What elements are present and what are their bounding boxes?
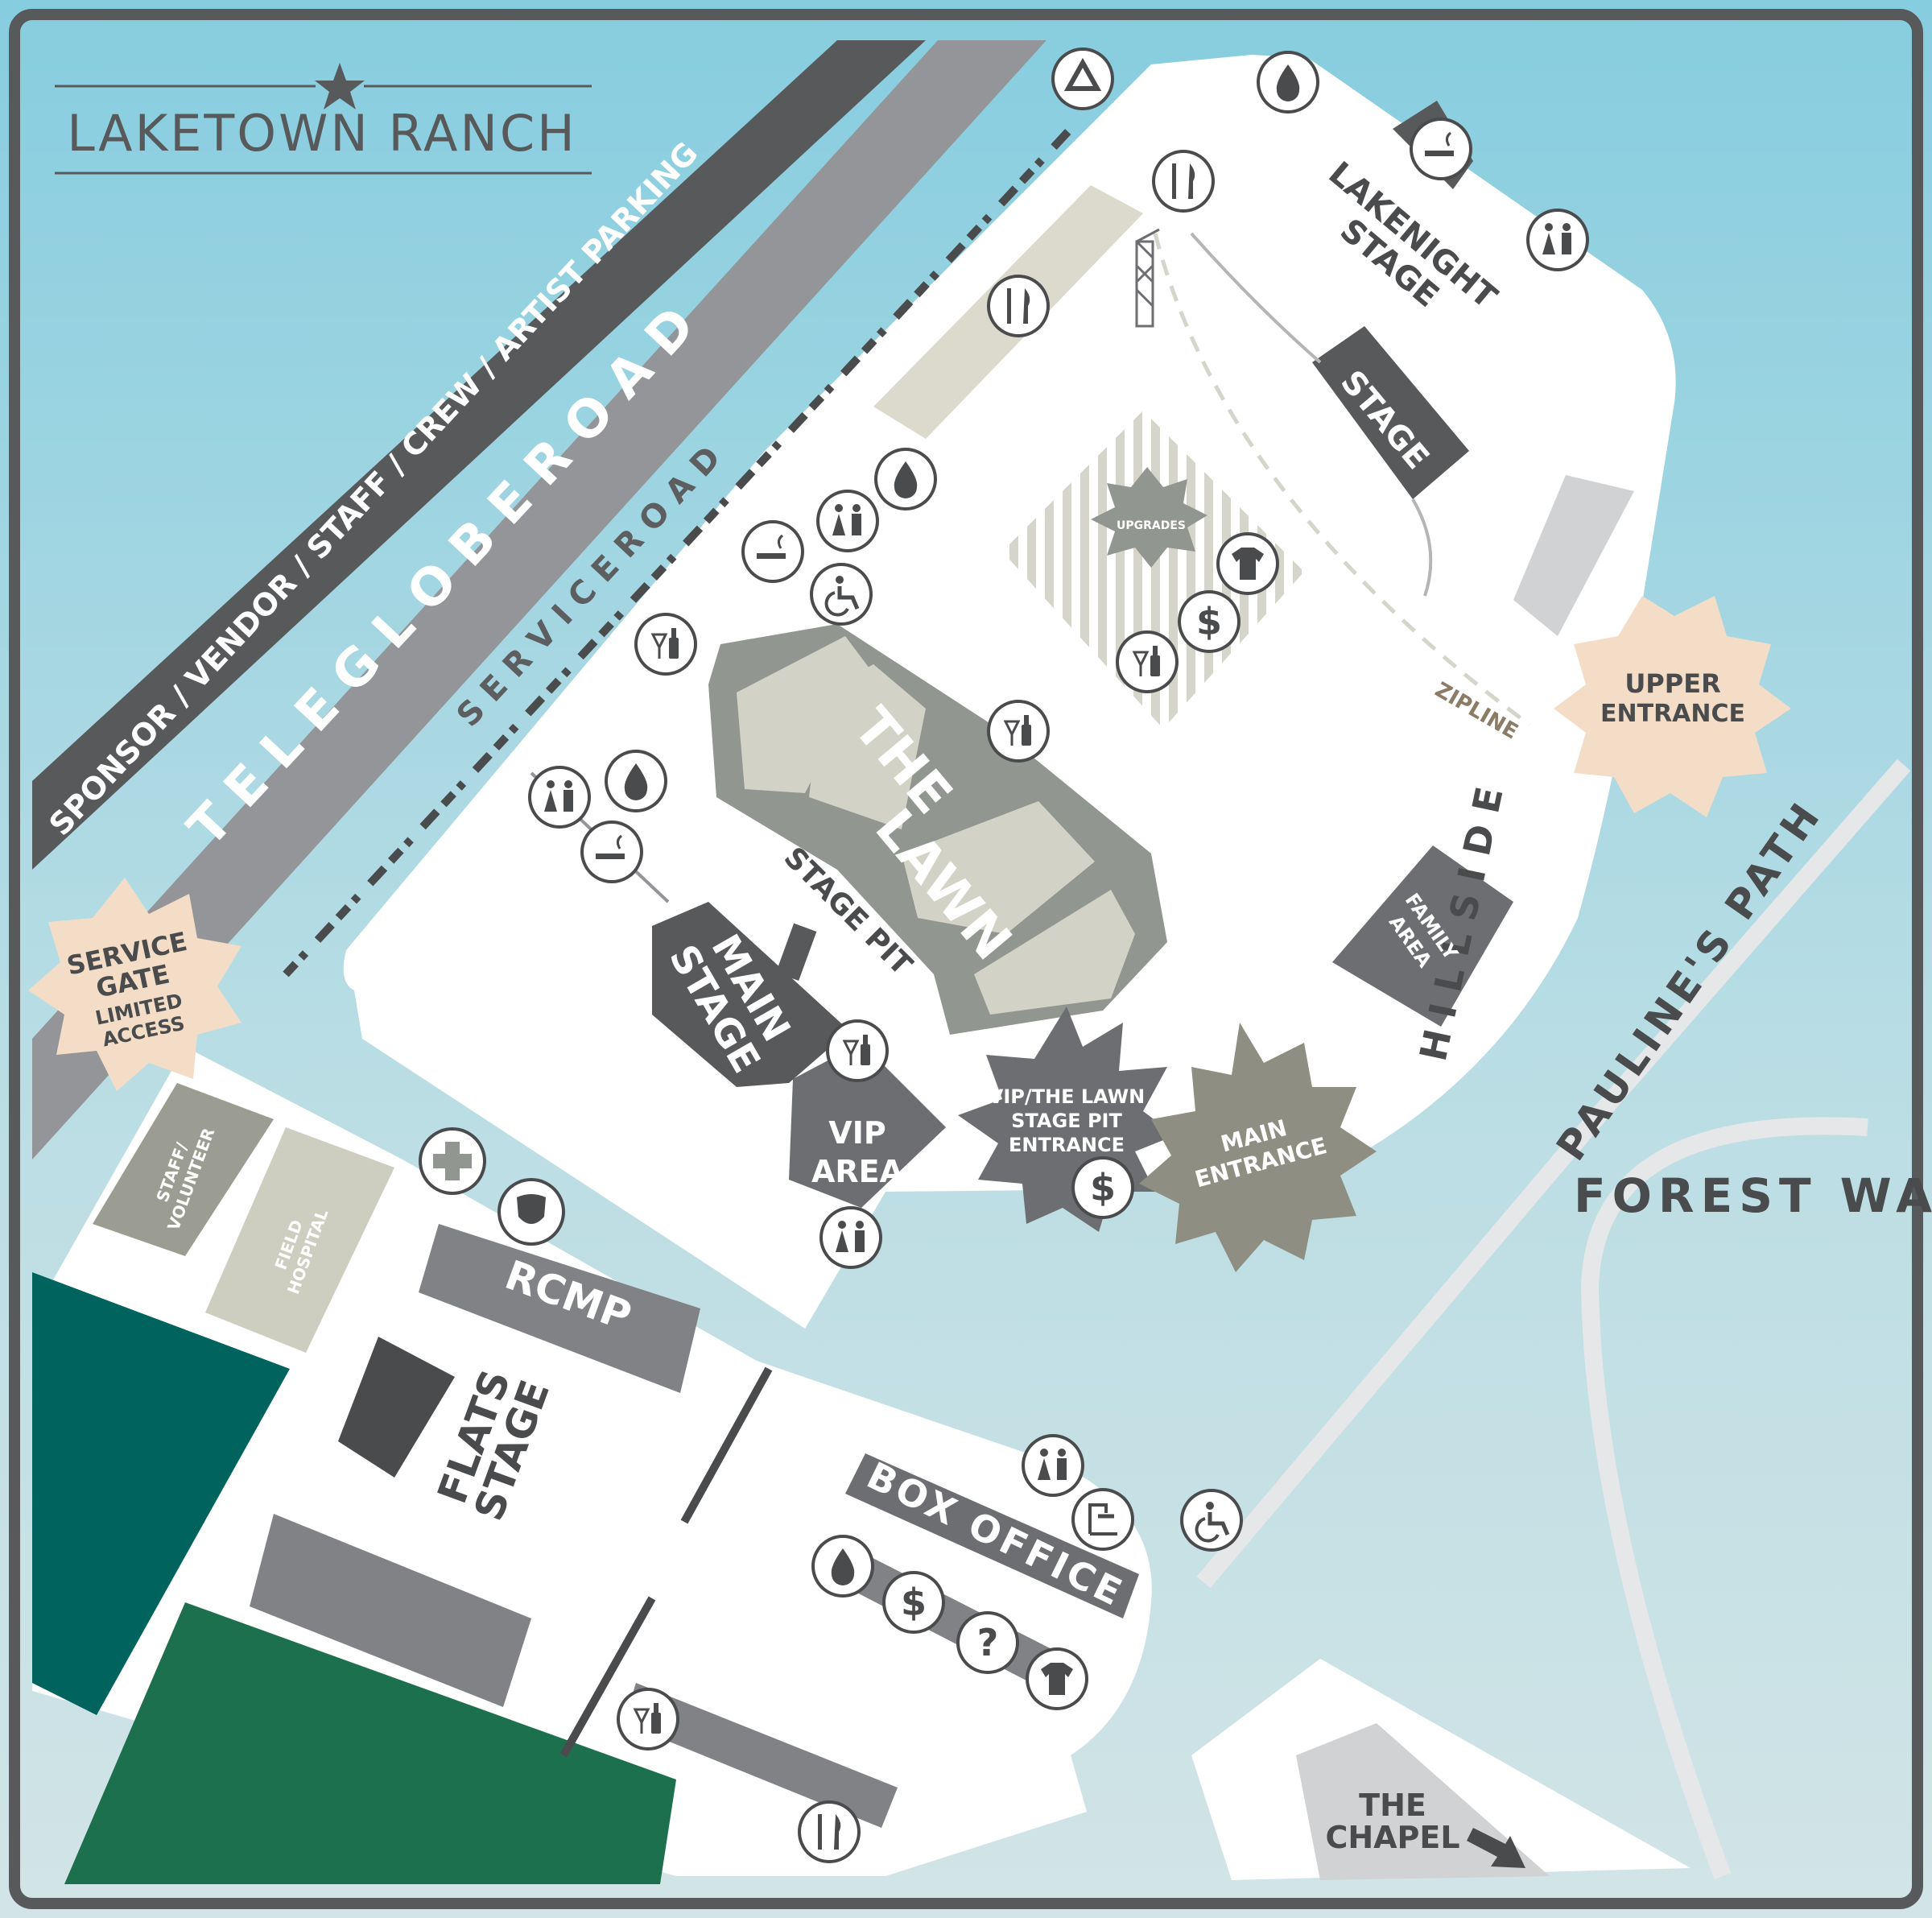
map-title: LAKETOWN RANCH bbox=[67, 104, 577, 163]
lawn-panels bbox=[737, 636, 1135, 1015]
food-icon[interactable] bbox=[987, 275, 1050, 337]
washroom-icon[interactable] bbox=[819, 1206, 882, 1269]
service-gate-starburst bbox=[28, 878, 242, 1091]
zipline-tower bbox=[1135, 228, 1160, 328]
svg-text:?: ? bbox=[977, 1621, 999, 1664]
field-hospital-area bbox=[205, 1127, 394, 1353]
staff-volunteer-area bbox=[93, 1083, 274, 1256]
svg-text:$: $ bbox=[1196, 600, 1222, 643]
main-stage-block bbox=[652, 902, 849, 1087]
info-icon[interactable]: ? bbox=[956, 1611, 1019, 1674]
stage-line-2 bbox=[1411, 498, 1433, 597]
washroom-icon[interactable] bbox=[1526, 209, 1589, 271]
map-frame bbox=[9, 9, 1923, 1909]
chapel-arrow-icon bbox=[1467, 1828, 1525, 1868]
svg-text:$: $ bbox=[1090, 1166, 1116, 1209]
first-aid-icon[interactable] bbox=[419, 1127, 486, 1195]
svg-text:THE: THE bbox=[1359, 1788, 1426, 1823]
food-icon[interactable] bbox=[798, 1800, 861, 1863]
upper-entrance-label: UPPER ENTRANCE bbox=[1600, 668, 1745, 728]
forest-way-label: FOREST WAY bbox=[1574, 1168, 1932, 1223]
water-drop-icon[interactable] bbox=[1257, 51, 1319, 114]
accessible-icon[interactable] bbox=[1180, 1489, 1243, 1552]
stage-line bbox=[1190, 232, 1322, 364]
family-area-block bbox=[1332, 845, 1513, 1027]
atm-icon[interactable]: $ bbox=[1178, 590, 1241, 653]
vip-area-block bbox=[789, 1043, 946, 1208]
upgrades-label: UPGRADES bbox=[1117, 519, 1186, 532]
food-icon[interactable] bbox=[1152, 150, 1215, 213]
svg-text:AREA: AREA bbox=[811, 1154, 904, 1189]
washroom-icon[interactable] bbox=[1022, 1434, 1084, 1497]
paulines-path bbox=[1196, 759, 1911, 1589]
title-block: LAKETOWN RANCH bbox=[55, 63, 592, 175]
bar-icon[interactable] bbox=[826, 1019, 889, 1082]
parking-strip bbox=[32, 40, 926, 870]
atm-icon[interactable]: $ bbox=[1071, 1156, 1134, 1219]
smoking-area-icon[interactable] bbox=[741, 520, 804, 583]
merchandise-icon[interactable] bbox=[1026, 1647, 1088, 1710]
bar-icon[interactable] bbox=[1116, 630, 1179, 693]
smoking-area-icon[interactable] bbox=[1410, 118, 1472, 180]
washroom-icon[interactable] bbox=[816, 490, 879, 552]
upgrades-starburst bbox=[1091, 467, 1208, 568]
smoking-area-icon[interactable] bbox=[580, 821, 643, 883]
lower-bar-strip bbox=[624, 1683, 898, 1828]
divider-line bbox=[680, 1366, 773, 1524]
bar-icon[interactable] bbox=[634, 613, 697, 676]
dark-green-field bbox=[32, 1272, 290, 1715]
svg-text:VIP/THE LAWN: VIP/THE LAWN bbox=[989, 1085, 1145, 1108]
bar-icon[interactable] bbox=[617, 1688, 679, 1751]
svg-text:ENTRANCE: ENTRANCE bbox=[1600, 700, 1745, 728]
box-office-strip bbox=[845, 1453, 1139, 1618]
upper-entrance-starburst bbox=[1554, 596, 1791, 817]
merchandise-icon[interactable] bbox=[1216, 532, 1279, 595]
svg-text:STAGE PIT: STAGE PIT bbox=[1011, 1110, 1122, 1132]
recycling-icon[interactable] bbox=[1051, 48, 1114, 110]
security-icon[interactable] bbox=[497, 1178, 565, 1246]
accessible-icon[interactable] bbox=[810, 563, 873, 626]
upper-grey-zone bbox=[1513, 475, 1634, 636]
svg-text:UPPER: UPPER bbox=[1624, 668, 1720, 699]
flats-lower-block bbox=[250, 1514, 531, 1707]
upgrades-zone bbox=[1002, 411, 1304, 729]
water-drop-icon[interactable] bbox=[874, 448, 937, 511]
rcmp-block bbox=[419, 1224, 700, 1393]
svg-text:ENTRANCE: ENTRANCE bbox=[1009, 1134, 1125, 1156]
green-field bbox=[64, 1602, 676, 1884]
vip-entrance-label: VIP/THE LAWN STAGE PIT ENTRANCE bbox=[989, 1085, 1145, 1156]
vip-area-label: VIP AREA bbox=[811, 1115, 904, 1189]
water-drop-icon[interactable] bbox=[811, 1535, 874, 1598]
svg-text:VIP: VIP bbox=[828, 1115, 886, 1151]
shower-icon[interactable] bbox=[1071, 1488, 1134, 1551]
flats-stage-block bbox=[338, 1337, 455, 1478]
zipline-route bbox=[1153, 233, 1531, 727]
washroom-icon[interactable] bbox=[528, 766, 591, 829]
atm-icon[interactable]: $ bbox=[882, 1571, 945, 1634]
svg-text:$: $ bbox=[901, 1581, 927, 1624]
bar-icon[interactable] bbox=[987, 700, 1050, 763]
forest-way bbox=[1580, 1117, 1868, 1879]
water-drop-icon[interactable] bbox=[605, 750, 667, 812]
main-stage-ramp bbox=[775, 923, 817, 982]
chapel-label: THE CHAPEL bbox=[1325, 1788, 1459, 1855]
main-entrance-starburst bbox=[1139, 1023, 1377, 1272]
divider-line bbox=[559, 1596, 656, 1758]
svg-text:CHAPEL: CHAPEL bbox=[1325, 1820, 1459, 1855]
star-icon bbox=[315, 63, 365, 110]
stage-block bbox=[1312, 326, 1469, 499]
telegloge-road bbox=[32, 40, 1046, 1159]
